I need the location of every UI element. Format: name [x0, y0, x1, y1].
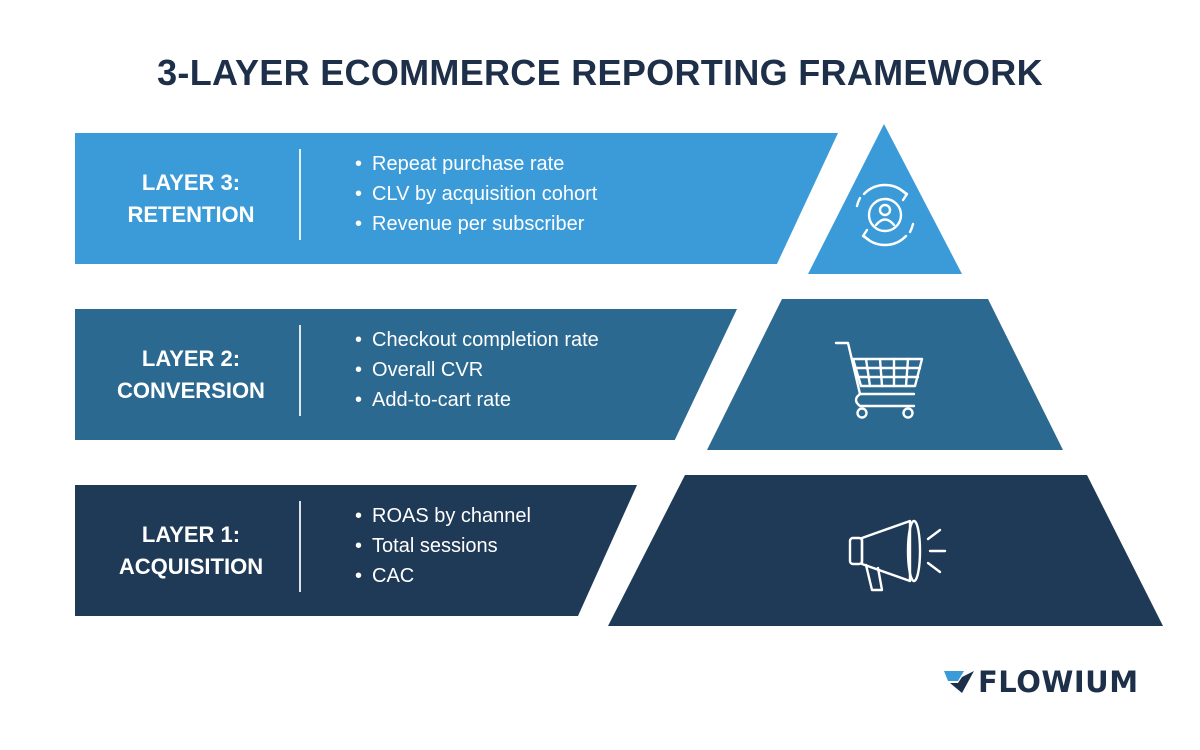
metric-item: Overall CVR: [355, 355, 599, 385]
metric-item: Checkout completion rate: [355, 325, 599, 355]
flowium-logo-icon: [944, 671, 974, 693]
layer-2-number: LAYER 2:: [141, 345, 241, 371]
layer-1-band: LAYER 1: ACQUISITION ROAS by channel Tot…: [75, 485, 637, 616]
page-title: 3-LAYER ECOMMERCE REPORTING FRAMEWORK: [157, 52, 1043, 93]
metric-item: Add-to-cart rate: [355, 385, 599, 415]
brand-name: FLOWIUM: [978, 665, 1139, 699]
customer-retention-icon: [855, 183, 915, 247]
brand-logo: FLOWIUM: [944, 665, 1139, 699]
layer-3-number: LAYER 3:: [141, 169, 241, 195]
layer-2-divider: [299, 325, 301, 416]
layer-1-divider: [299, 501, 301, 592]
megaphone-icon: [848, 519, 947, 592]
layer-1-name: ACQUISITION: [118, 553, 264, 579]
pyramid-bottom-segment: [608, 475, 1163, 626]
layer-2-label: LAYER 2: CONVERSION: [75, 309, 307, 440]
layer-3-divider: [299, 149, 301, 240]
layer-1-label: LAYER 1: ACQUISITION: [75, 485, 307, 616]
layer-3-metrics: Repeat purchase rate CLV by acquisition …: [355, 149, 597, 239]
layer-1-metrics: ROAS by channel Total sessions CAC: [355, 501, 531, 591]
metric-item: CLV by acquisition cohort: [355, 179, 597, 209]
metric-item: Repeat purchase rate: [355, 149, 597, 179]
metric-item: Total sessions: [355, 531, 531, 561]
layer-2-band: LAYER 2: CONVERSION Checkout completion …: [75, 309, 737, 440]
metric-item: ROAS by channel: [355, 501, 531, 531]
metric-item: Revenue per subscriber: [355, 209, 597, 239]
pyramid-middle-segment: [707, 299, 1063, 450]
layer-3-band: LAYER 3: RETENTION Repeat purchase rate …: [75, 133, 838, 264]
metric-item: CAC: [355, 561, 531, 591]
layer-2-metrics: Checkout completion rate Overall CVR Add…: [355, 325, 599, 415]
layer-3-label: LAYER 3: RETENTION: [75, 133, 307, 264]
layer-2-name: CONVERSION: [117, 377, 265, 403]
layer-3-name: RETENTION: [127, 201, 255, 227]
shopping-cart-icon: [834, 341, 924, 419]
layer-1-number: LAYER 1:: [141, 521, 241, 547]
